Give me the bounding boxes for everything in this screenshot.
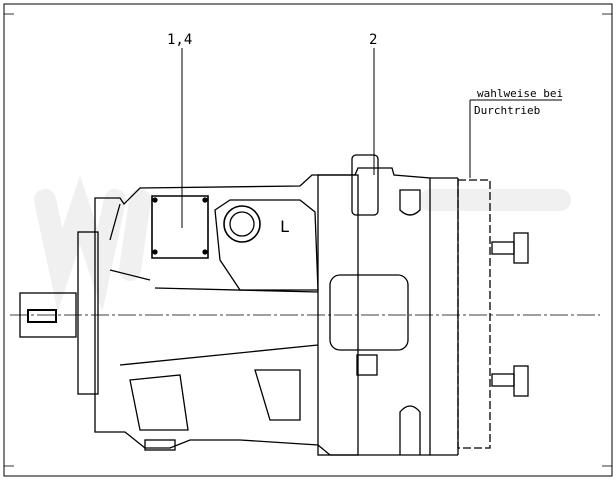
- port-label-l: L: [280, 217, 290, 236]
- leader-lines: [181, 48, 562, 228]
- note-line-1: wahlweise bei: [477, 87, 563, 100]
- drive-shaft: [19, 231, 99, 395]
- item-label-2: 2: [369, 32, 377, 48]
- drawing-frame: [3, 3, 613, 477]
- through-drive-flange: [457, 179, 529, 449]
- watermark: [34, 175, 571, 312]
- pump-housing: [94, 167, 431, 456]
- note-line-2: Durchtrieb: [474, 104, 540, 117]
- item-label-1-4: 1,4: [167, 32, 192, 48]
